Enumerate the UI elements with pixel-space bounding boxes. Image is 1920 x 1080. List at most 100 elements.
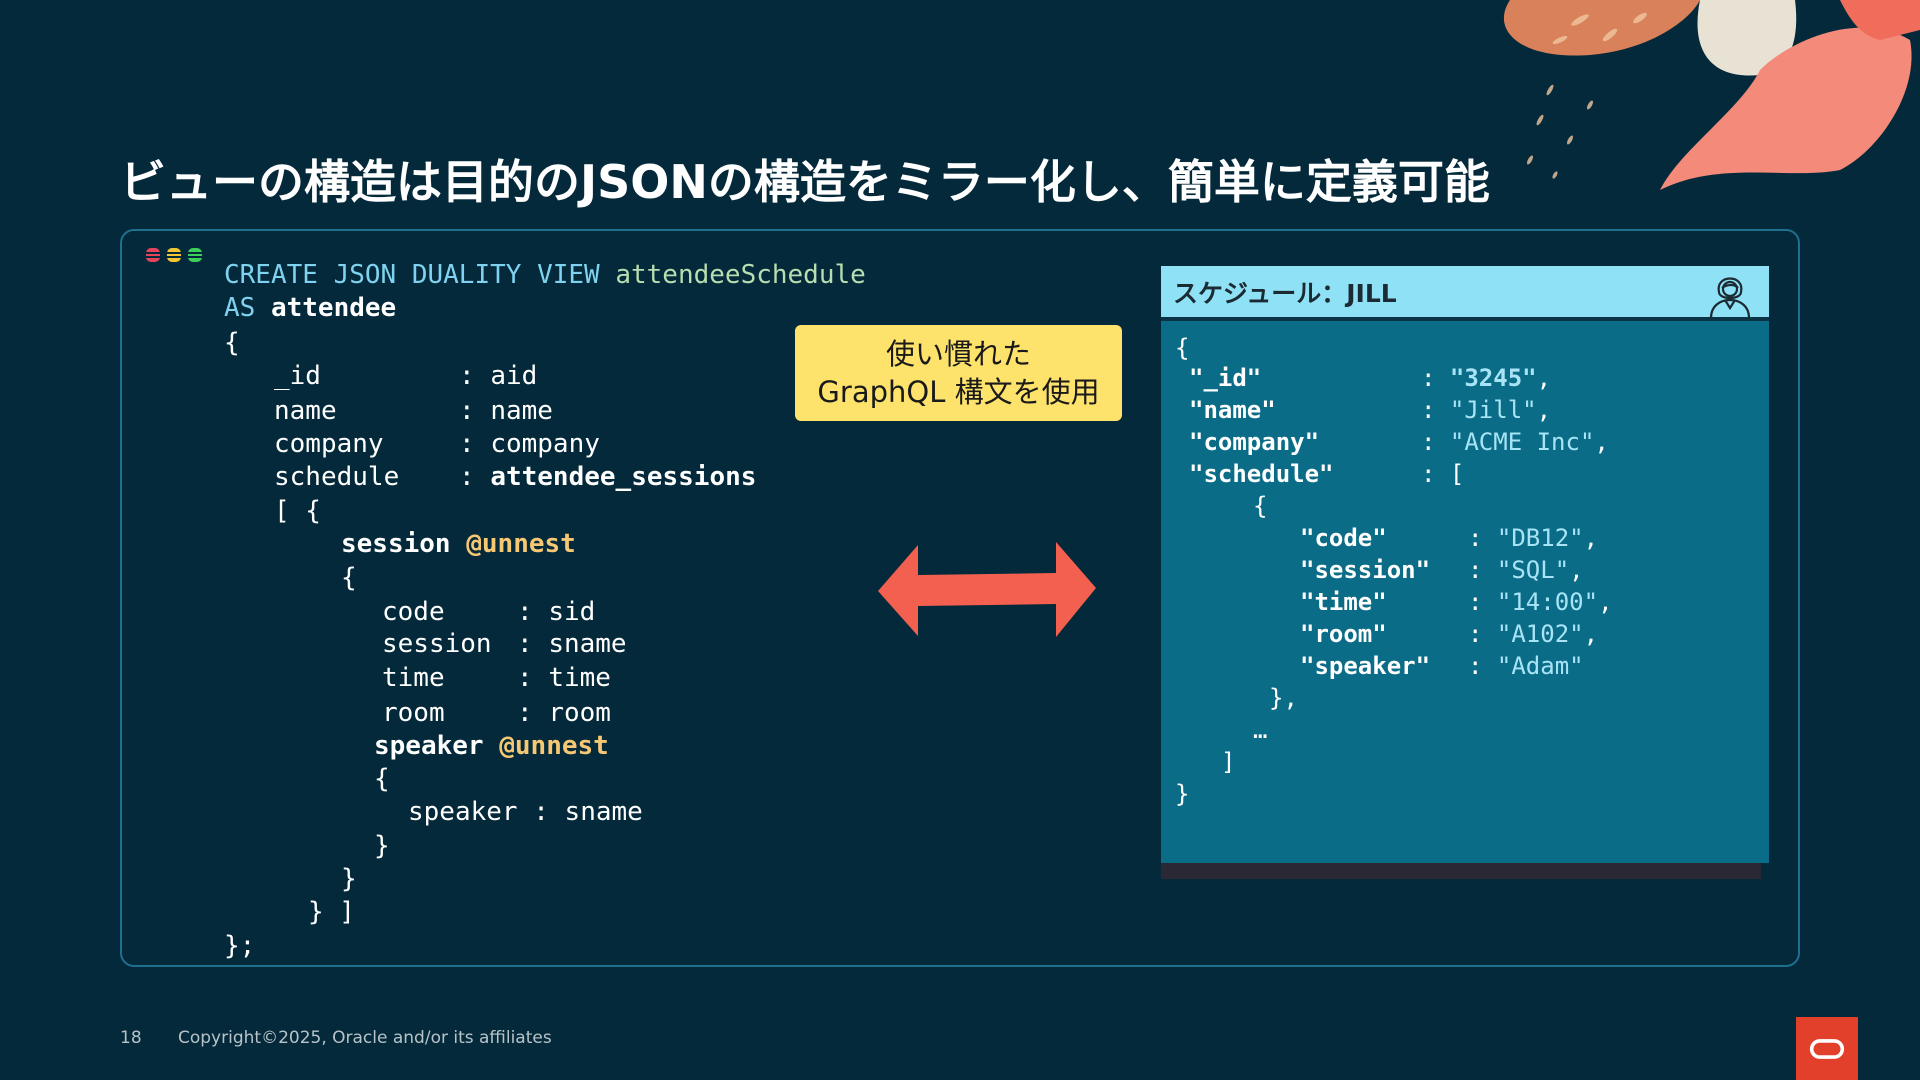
code-brace-open: { [224, 328, 240, 358]
copyright: Copyright©2025, Oracle and/or its affili… [178, 1028, 552, 1048]
code-field-company: company [274, 429, 384, 459]
code-inner-close: } [341, 864, 357, 894]
json-val-schedule: : [ [1421, 460, 1465, 488]
json-close: } [1175, 780, 1190, 808]
decorative-illustration [1503, 0, 1920, 190]
code-table-name: attendee [270, 293, 397, 323]
code-field-value: sname [564, 797, 643, 827]
code-field-value: attendee_sessions [490, 462, 757, 492]
code-field-name: name [274, 396, 337, 426]
json-value: "A102" [1496, 620, 1584, 648]
json-item-close: }, [1269, 684, 1298, 712]
code-inner-open: { [341, 563, 357, 593]
json-val-company: : "ACME Inc", [1421, 428, 1609, 456]
json-key: "speaker" [1300, 652, 1431, 680]
code-line-as: AS attendee [224, 291, 396, 325]
code-unnest-directive: @unnest [499, 731, 609, 761]
json-value: "3245" [1449, 364, 1537, 392]
json-key: "session" [1300, 556, 1431, 584]
double-arrow-icon [878, 542, 1096, 637]
json-value: "SQL" [1496, 556, 1570, 584]
json-value: "Jill" [1449, 396, 1537, 424]
json-val-session: : "SQL", [1468, 556, 1584, 584]
code-field-value: sid [548, 597, 596, 627]
code-session-line: session @unnest [341, 527, 576, 561]
json-open: { [1175, 334, 1190, 362]
code-unnest-directive: @unnest [466, 529, 576, 559]
code-field-room-value: : room [517, 698, 611, 728]
code-field-value: aid [490, 361, 538, 391]
code-field-time-value: : time [517, 663, 611, 693]
code-keyword-as: AS [224, 293, 256, 323]
code-array-close: } ] [308, 897, 355, 927]
json-key: "room" [1300, 620, 1387, 648]
callout-line-1: 使い慣れた [885, 337, 1031, 371]
code-speaker-close: } [374, 831, 390, 861]
json-val-code: : "DB12", [1468, 524, 1599, 552]
code-field-id: _id [274, 359, 321, 393]
code-field-value: room [548, 698, 611, 728]
json-panel-header: スケジュール：JILL [1161, 266, 1769, 321]
code-field-id-value: : aid [459, 361, 538, 391]
json-panel-shadow [1161, 863, 1761, 879]
json-array-close: ] [1221, 748, 1236, 776]
code-field-value: company [490, 429, 600, 459]
code-end: }; [224, 931, 256, 961]
code-speaker-open: { [374, 764, 390, 794]
json-key-schedule: "schedule" [1189, 458, 1334, 490]
json-key: "_id" [1189, 364, 1262, 392]
json-key: "company" [1189, 428, 1320, 456]
json-val-time: : "14:00", [1468, 588, 1613, 616]
code-field-session-value: : sname [517, 629, 627, 659]
json-key: "schedule" [1189, 460, 1334, 488]
code-field-value: name [490, 396, 553, 426]
json-key-room: "room" [1300, 618, 1387, 650]
oracle-logo-shape [1809, 1038, 1845, 1059]
slide-title: ビューの構造は目的のJSONの構造をミラー化し、簡単に定義可能 [120, 155, 1490, 209]
code-field-schedule: schedule [274, 462, 400, 492]
code-field-speaker: speaker : sname [408, 797, 643, 827]
code-field-session: session [382, 629, 492, 659]
json-value: "Adam" [1496, 652, 1584, 680]
code-field-key: _id [274, 361, 321, 391]
code-field-value: sname [548, 629, 627, 659]
code-speaker-key: speaker [374, 731, 484, 761]
json-item-open: { [1253, 492, 1268, 520]
code-panel [120, 229, 1800, 967]
json-panel-title: スケジュール：JILL [1173, 279, 1397, 308]
code-keyword: CREATE JSON DUALITY VIEW [224, 260, 600, 290]
code-array-open: [ { [274, 496, 321, 526]
code-field-company-value: : company [459, 429, 600, 459]
json-val-room: : "A102", [1468, 620, 1599, 648]
code-field-schedule-value: : attendee_sessions [459, 462, 757, 492]
json-val-speaker: : "Adam" [1468, 652, 1584, 680]
json-ellipsis: … [1253, 716, 1268, 744]
json-document-panel: スケジュール：JILL { "_id" : "3245", "name" : "… [1161, 266, 1769, 863]
json-key-time: "time" [1300, 586, 1387, 618]
json-val-id: : "3245", [1421, 364, 1552, 392]
code-view-name: attendeeSchedule [615, 260, 866, 290]
code-session-key: session [341, 529, 451, 559]
json-val-name: : "Jill", [1421, 396, 1552, 424]
code-field-key: speaker [408, 797, 518, 827]
json-key-company: "company" [1189, 426, 1319, 458]
db-stack-dots-icon [146, 248, 202, 262]
json-array-open: [ [1449, 460, 1465, 488]
code-field-name-value: : name [459, 396, 553, 426]
code-field-room: room [382, 698, 445, 728]
code-line-create: CREATE JSON DUALITY VIEW attendeeSchedul… [224, 258, 866, 292]
code-field-code: code [382, 597, 445, 627]
json-key: "code" [1300, 524, 1387, 552]
json-key-id: "_id" [1189, 362, 1261, 394]
json-key-name: "name" [1189, 394, 1276, 426]
json-key: "name" [1189, 396, 1276, 424]
oracle-logo-icon [1796, 1017, 1858, 1080]
json-key: "time" [1300, 588, 1387, 616]
graphql-callout: 使い慣れた GraphQL 構文を使用 [795, 325, 1122, 421]
code-field-value: time [548, 663, 611, 693]
json-key-speaker: "speaker" [1300, 650, 1430, 682]
code-field-time: time [382, 663, 445, 693]
json-value: "ACME Inc" [1449, 428, 1595, 456]
page-number: 18 [120, 1028, 142, 1048]
json-value: "DB12" [1496, 524, 1584, 552]
